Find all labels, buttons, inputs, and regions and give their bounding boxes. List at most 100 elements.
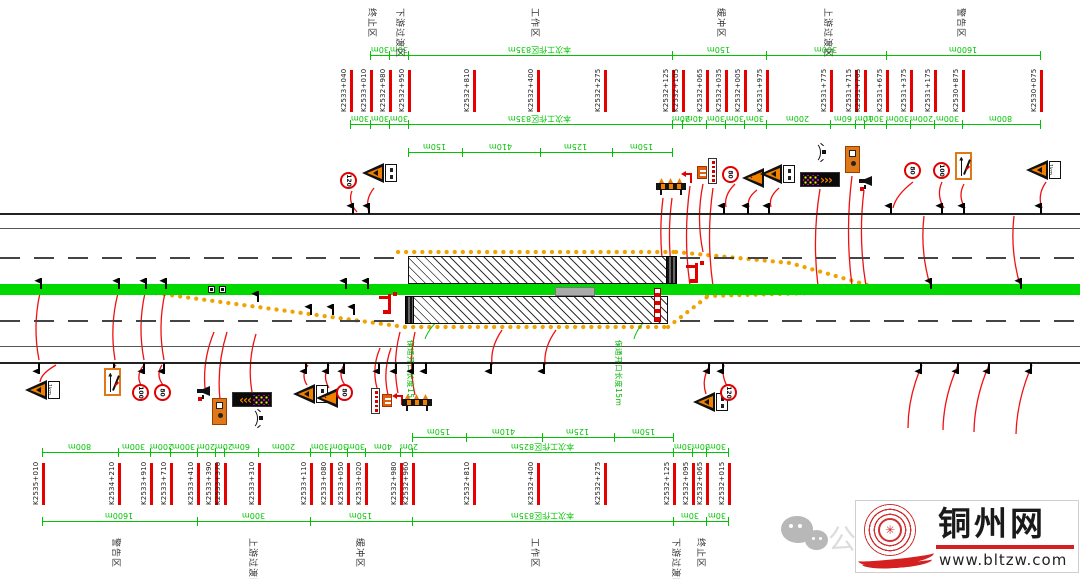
station-label: K2535+010	[32, 461, 40, 505]
flag-pole	[722, 363, 724, 374]
station-label: K2532+400	[527, 461, 535, 505]
delineator-flag-icon	[741, 203, 749, 214]
station-label: K2532+065	[696, 461, 704, 505]
merge-left-warning-sign: ↷	[742, 168, 764, 188]
dimension-tick	[197, 517, 199, 526]
horn-base	[860, 187, 864, 191]
station-label: K2532+015	[718, 461, 726, 505]
flag-triangle	[537, 368, 544, 374]
wechat-eye	[789, 524, 793, 528]
dimension-label: 300m	[118, 442, 150, 451]
flag-triangle	[159, 278, 166, 284]
mini-cone	[659, 178, 664, 183]
dimension-tick	[612, 148, 614, 157]
station-marker-line	[537, 70, 540, 112]
dimension-label: 200m	[150, 442, 173, 451]
flag-triangle	[1024, 368, 1031, 374]
flag-pole	[367, 278, 369, 289]
dimension-value: 30m	[370, 45, 389, 54]
station-marker-line	[170, 463, 173, 505]
station-label: K2533+390	[205, 461, 213, 505]
lamp-tick	[257, 424, 261, 429]
station-label: K2531+705	[854, 68, 862, 112]
flag-pole	[38, 363, 40, 374]
dimension-label: 800m	[42, 442, 118, 451]
warning-arrow-glyph	[704, 399, 709, 405]
dimension-value: 30m	[347, 442, 365, 451]
horn-base	[198, 397, 202, 401]
speed-limit-sign: 120	[340, 172, 357, 189]
dimension-label: 30m	[370, 45, 389, 54]
dimension-value: 40m	[373, 442, 392, 451]
mini-cone	[405, 394, 410, 399]
vertical-text-sign	[708, 158, 717, 184]
arrow-head	[392, 393, 397, 399]
station-marker-line	[604, 70, 607, 112]
dimension-tick	[215, 448, 217, 457]
delineator-flag-icon	[484, 363, 492, 374]
station-label: K2532+810	[463, 68, 471, 112]
sign-leader-line	[1015, 364, 1033, 435]
dimension-value: 150m	[707, 45, 731, 54]
dimension-value: 125m	[566, 427, 590, 436]
dimension-tick	[370, 51, 372, 60]
arc-stroke	[243, 408, 258, 429]
dimension-label: 150m	[614, 427, 673, 436]
speed-limit-sign: 100	[132, 384, 149, 401]
delineator-flag-icon	[702, 363, 710, 374]
loudspeaker-icon	[858, 176, 874, 191]
station-label: K2533+020	[355, 461, 363, 505]
flag-triangle	[157, 368, 164, 374]
dimension-value: 20m	[197, 442, 215, 451]
auxiliary-plate-text: 1km	[1049, 164, 1053, 175]
dimension-tick	[728, 448, 730, 457]
flag-pole	[305, 363, 307, 374]
station-marker-line	[934, 70, 937, 112]
lane-closed-sign	[955, 152, 972, 180]
small-orange-sign	[382, 394, 392, 407]
speed-limit-value: 80	[158, 388, 166, 397]
station-marker-line	[350, 70, 353, 112]
vertical-text-mark	[711, 179, 715, 182]
zone-label-bottom: 缓冲区	[354, 538, 364, 569]
speed-limit-sign: 80	[722, 166, 739, 183]
wechat-eye	[812, 537, 815, 540]
barrier-leg	[680, 190, 682, 195]
auxiliary-plate-text: 1km	[48, 384, 52, 395]
dimension-tick	[728, 517, 730, 526]
station-marker-line	[215, 463, 218, 505]
flag-pole	[143, 363, 145, 374]
mini-cone	[677, 178, 682, 183]
station-label: K2532+950	[398, 68, 406, 112]
station-label: K2533+370	[214, 461, 222, 505]
delineator-flag-icon	[389, 363, 397, 374]
dimension-value: 200m	[910, 114, 934, 123]
sign-leader-line	[942, 364, 959, 431]
flag-triangle	[137, 368, 144, 374]
flag-pole	[768, 203, 770, 214]
station-label: K2531+715	[845, 68, 853, 112]
dimension-tick	[1040, 51, 1042, 60]
lane-line-straight	[109, 376, 112, 392]
sign-leader-line	[112, 292, 119, 361]
sign-leader-line	[340, 364, 346, 386]
arrow-stem	[690, 175, 692, 183]
dimension-value: 410m	[492, 427, 516, 436]
dimension-tick	[672, 148, 674, 157]
road-edge-line	[0, 346, 1080, 347]
dimension-value: 30m	[708, 442, 726, 451]
board-lamp-matrix	[803, 175, 819, 185]
dimension-tick	[42, 517, 44, 526]
speed-limit-sign: 80	[904, 162, 921, 179]
lamp-square	[259, 416, 263, 420]
dimension-tick	[370, 120, 372, 129]
delineator-flag-icon	[982, 363, 990, 374]
flashing-arrow-board: ›››	[800, 172, 840, 187]
station-marker-line	[310, 463, 313, 505]
station-marker-line	[673, 463, 676, 505]
zone-label-bottom: 下游过渡区	[670, 538, 680, 579]
dimension-tick	[330, 448, 332, 457]
arc-stroke	[806, 142, 821, 163]
